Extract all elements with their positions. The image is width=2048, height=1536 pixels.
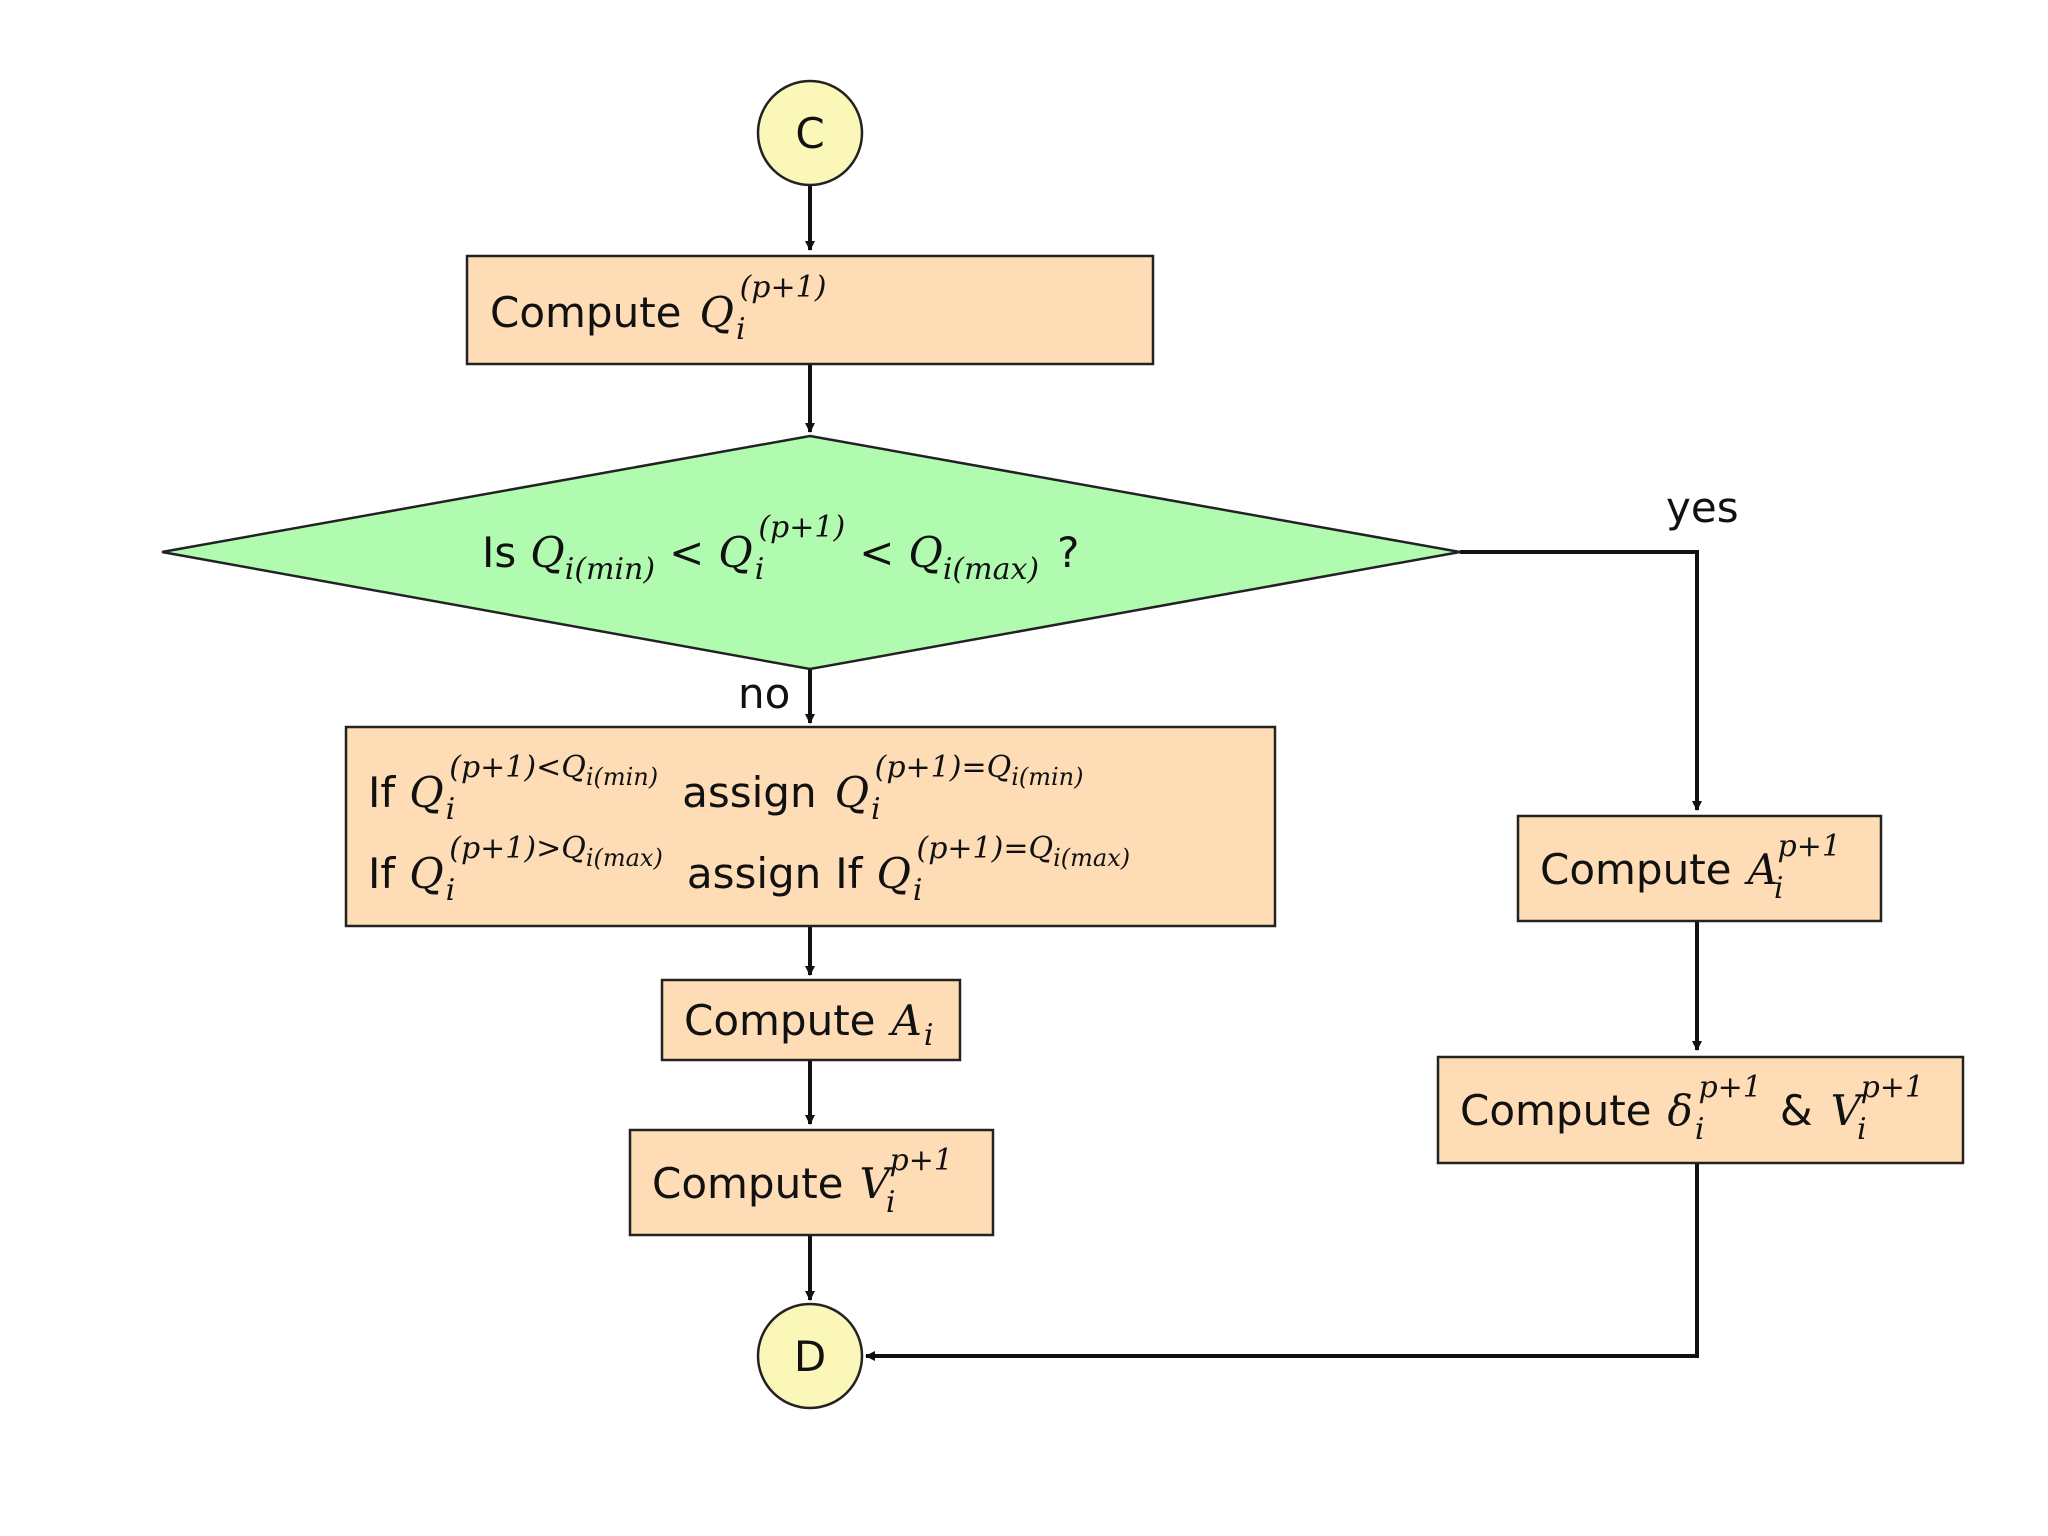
arrow-decision-yes-branch xyxy=(1460,550,1702,811)
yes-label: yes xyxy=(1666,483,1739,532)
compute-delta-v-label: Compute xyxy=(1460,1086,1652,1135)
decision-shape xyxy=(161,434,1461,671)
decision-q-min: Q xyxy=(530,528,564,577)
clamp-line-2-result: (p+1)=Q xyxy=(917,831,1054,866)
compute-a-p1-label: Compute xyxy=(1540,845,1732,894)
clamp-line-2-if: If xyxy=(368,849,396,898)
decision-question-mark: ? xyxy=(1057,528,1079,577)
clamp-line-1-q2: Q xyxy=(835,768,869,817)
start-terminal-label: C xyxy=(795,109,824,158)
compute-q-rect xyxy=(465,254,1155,366)
decision-is-label: Is xyxy=(482,528,516,577)
clamp-line-1-result: (p+1)=Q xyxy=(875,750,1012,785)
clamp-line-2-if-2: If xyxy=(835,849,863,898)
clamp-line-2-q: Q xyxy=(409,849,443,898)
decision-q-max: Q xyxy=(908,528,942,577)
compute-delta-v-ampersand: & xyxy=(1780,1086,1813,1135)
compute-v2-symbol: V xyxy=(1831,1086,1865,1135)
decision-q-max-sub: i(max) xyxy=(943,552,1039,587)
compute-v-rect xyxy=(628,1128,995,1237)
compute-a-p1-superscript: p+1 xyxy=(1777,829,1840,864)
compute-q-subscript: i xyxy=(736,312,746,347)
start-terminal-circle xyxy=(756,79,864,187)
compute-delta-symbol: δ xyxy=(1668,1086,1693,1135)
compute-q-label: Compute xyxy=(490,288,682,337)
clamp-line-2-q-sub: i xyxy=(446,873,456,908)
decision-diamond: Is Qi(min) < Qi (p+1) < Qi(max)? xyxy=(161,434,1461,671)
compute-q-box: Compute Qi (p+1) xyxy=(465,254,1155,366)
compute-v2-subscript: i xyxy=(1857,1112,1867,1147)
decision-q-mid-sup: (p+1) xyxy=(758,510,845,545)
clamp-line-2-cond: (p+1)>Q xyxy=(449,831,586,866)
clamp-line-2-q2-sub: i xyxy=(913,873,923,908)
decision-q-mid-sub: i xyxy=(755,552,765,587)
clamp-rect xyxy=(344,725,1277,928)
compute-q-superscript: (p+1) xyxy=(740,270,827,305)
clamp-line-1-q: Q xyxy=(409,768,443,817)
clamp-line-2-q2: Q xyxy=(876,849,910,898)
decision-q-min-sub: i(min) xyxy=(565,552,655,587)
compute-a-label: Compute xyxy=(684,996,876,1045)
clamp-line-2-cond-sub: i(max) xyxy=(586,844,663,872)
connectors xyxy=(805,186,1702,1361)
compute-v2-superscript: p+1 xyxy=(1861,1070,1924,1105)
end-terminal-label: D xyxy=(794,1332,826,1381)
decision-lt-1: < xyxy=(669,528,704,577)
decision-q-mid: Q xyxy=(718,528,752,577)
compute-v-box: Compute Vi p+1 xyxy=(628,1128,995,1237)
end-terminal-circle xyxy=(756,1302,864,1410)
compute-delta-v-rect xyxy=(1436,1055,1965,1165)
compute-a-symbol: A xyxy=(888,996,922,1045)
clamp-line-1-q-sub: i xyxy=(446,792,456,827)
compute-v-text: Compute Vi p+1 xyxy=(652,1143,953,1220)
compute-v-superscript: p+1 xyxy=(889,1143,952,1178)
compute-v-label: Compute xyxy=(652,1159,844,1208)
clamp-line-1-cond: (p+1)<Q xyxy=(449,750,586,785)
compute-q-text: Compute Qi (p+1) xyxy=(490,270,826,347)
compute-delta-subscript: i xyxy=(1695,1112,1705,1147)
compute-a-rect xyxy=(660,978,962,1062)
compute-a-p1-rect xyxy=(1516,814,1883,923)
decision-lt-2: < xyxy=(859,528,894,577)
start-terminal: C xyxy=(756,79,864,187)
compute-q-symbol: Q xyxy=(700,288,734,337)
clamp-line-1-if: If xyxy=(368,768,396,817)
clamp-line-1-assign: assign xyxy=(682,768,816,817)
compute-a-subscript: i xyxy=(924,1018,934,1053)
clamp-line-1-cond-sub: i(min) xyxy=(586,763,658,791)
decision-text: Is Qi(min) < Qi (p+1) < Qi(max)? xyxy=(482,510,1079,587)
clamp-line-2-assign: assign xyxy=(687,849,821,898)
compute-v-symbol: V xyxy=(860,1159,894,1208)
no-label: no xyxy=(738,669,790,718)
compute-v-subscript: i xyxy=(886,1185,896,1220)
compute-delta-superscript: p+1 xyxy=(1698,1070,1761,1105)
clamp-line-1-q2-sub: i xyxy=(871,792,881,827)
compute-a-p1-symbol: A xyxy=(1744,845,1778,894)
end-terminal: D xyxy=(756,1302,864,1410)
clamp-line-2-result-sub: i(max) xyxy=(1053,844,1130,872)
compute-a-p1-subscript: i xyxy=(1774,871,1784,906)
clamp-line-1-result-sub: i(min) xyxy=(1011,763,1083,791)
arrow-compute-delta-v-to-d xyxy=(865,1160,1699,1361)
